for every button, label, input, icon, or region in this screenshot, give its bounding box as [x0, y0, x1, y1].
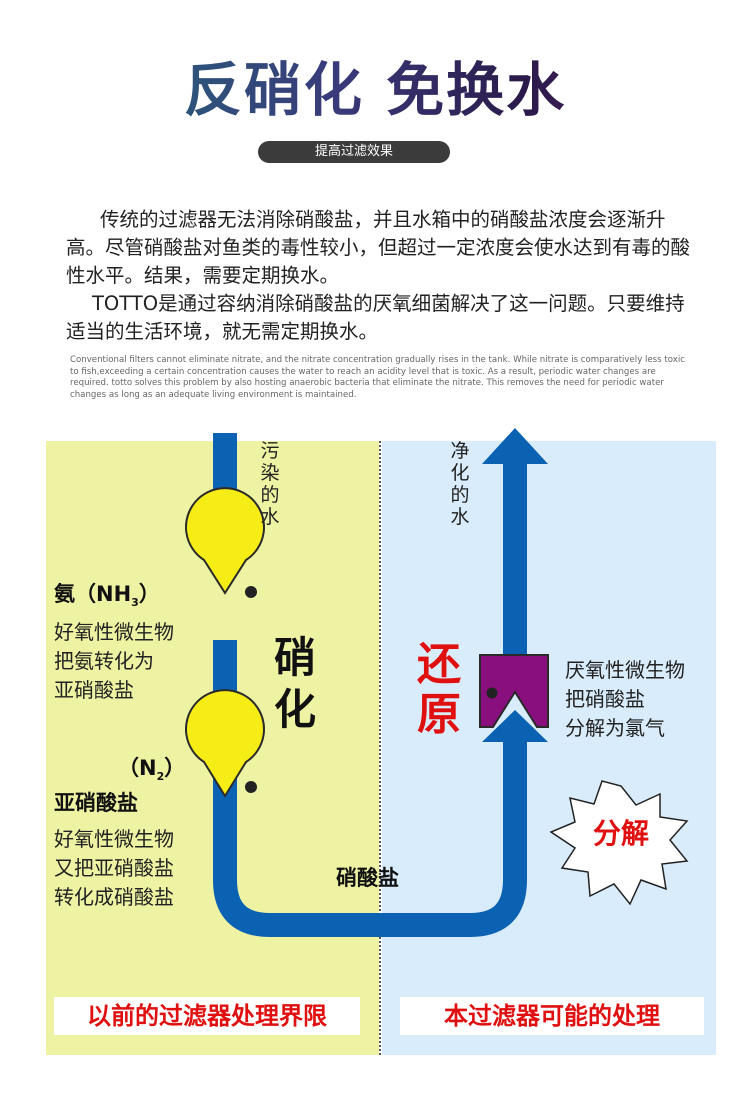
- aerobic-step-2-line-3: 转化成硝酸盐: [54, 885, 174, 909]
- ammonia-close: ）: [138, 582, 160, 606]
- nitrogen-close: ）: [164, 756, 186, 780]
- nitrate-label: 硝酸盐: [336, 866, 399, 890]
- polluted-water-label: 污染的水: [260, 440, 280, 528]
- anaerobe-shape: [479, 654, 549, 728]
- purified-water-pipe: [503, 460, 527, 655]
- right-panel: [382, 441, 716, 1055]
- reduction-label: 还原: [417, 639, 461, 740]
- ammonia-label: 氨（NH3）: [54, 578, 160, 609]
- decompose-burst: [549, 780, 689, 906]
- anaerobic-step-line-1: 厌氧性微生物: [565, 658, 685, 682]
- decompose-label: 分解: [592, 817, 649, 850]
- intro-text: 传统的过滤器无法消除硝酸盐，并且水箱中的硝酸盐浓度会逐渐升高。尽管硝酸盐对鱼类的…: [66, 206, 696, 346]
- intro-paragraph-2: TOTTO是通过容纳消除硝酸盐的厌氧细菌解决了这一问题。只要维持适当的生活环境，…: [66, 292, 685, 343]
- aerobic-step-2-line-1: 好氧性微生物: [54, 827, 174, 851]
- aerobe-pacman-1: [185, 487, 265, 598]
- aerobic-step-1-line-1: 好氧性微生物: [54, 620, 174, 644]
- aerobic-step-1: 好氧性微生物 把氨转化为 亚硝酸盐: [54, 618, 174, 705]
- intro-paragraph-1: 传统的过滤器无法消除硝酸盐，并且水箱中的硝酸盐浓度会逐渐升高。尽管硝酸盐对鱼类的…: [66, 208, 691, 287]
- nitrogen-label: （N2）: [118, 752, 185, 783]
- nitrate-arrow-head: [482, 710, 548, 742]
- nitrification-label: 硝化: [273, 633, 316, 734]
- nitrite-label: 亚硝酸盐: [54, 791, 138, 815]
- ammonia-subscript: 3: [131, 596, 139, 610]
- aerobic-step-2: 好氧性微生物 又把亚硝酸盐 转化成硝酸盐: [54, 825, 174, 912]
- purified-water-label: 净化的水: [450, 440, 470, 528]
- aerobic-step-1-line-2: 把氨转化为: [54, 649, 154, 673]
- purified-water-arrow-head: [482, 428, 548, 464]
- aerobic-step-2-line-2: 又把亚硝酸盐: [54, 856, 174, 880]
- nitrogen-subscript: 2: [156, 770, 165, 784]
- subtitle-badge: 提高过滤效果: [258, 141, 450, 163]
- this-filter-capability-label: 本过滤器可能的处理: [400, 997, 704, 1035]
- previous-filter-limit-label: 以前的过滤器处理界限: [54, 997, 360, 1035]
- ammonia-text: 氨（NH: [54, 582, 132, 606]
- page-title: 反硝化 免换水: [0, 48, 750, 132]
- aerobic-step-1-line-3: 亚硝酸盐: [54, 678, 134, 702]
- nitrogen-text: （N: [118, 756, 157, 780]
- anaerobic-step-line-2: 把硝酸盐: [565, 687, 645, 711]
- english-description: Conventional filters cannot eliminate ni…: [70, 355, 685, 400]
- water-pipe: [213, 735, 527, 937]
- anaerobic-step: 厌氧性微生物 把硝酸盐 分解为氯气: [565, 656, 685, 743]
- anaerobic-step-line-3: 分解为氯气: [565, 716, 665, 740]
- panel-divider: [379, 441, 381, 1055]
- aerobe-pacman-2: [185, 689, 265, 798]
